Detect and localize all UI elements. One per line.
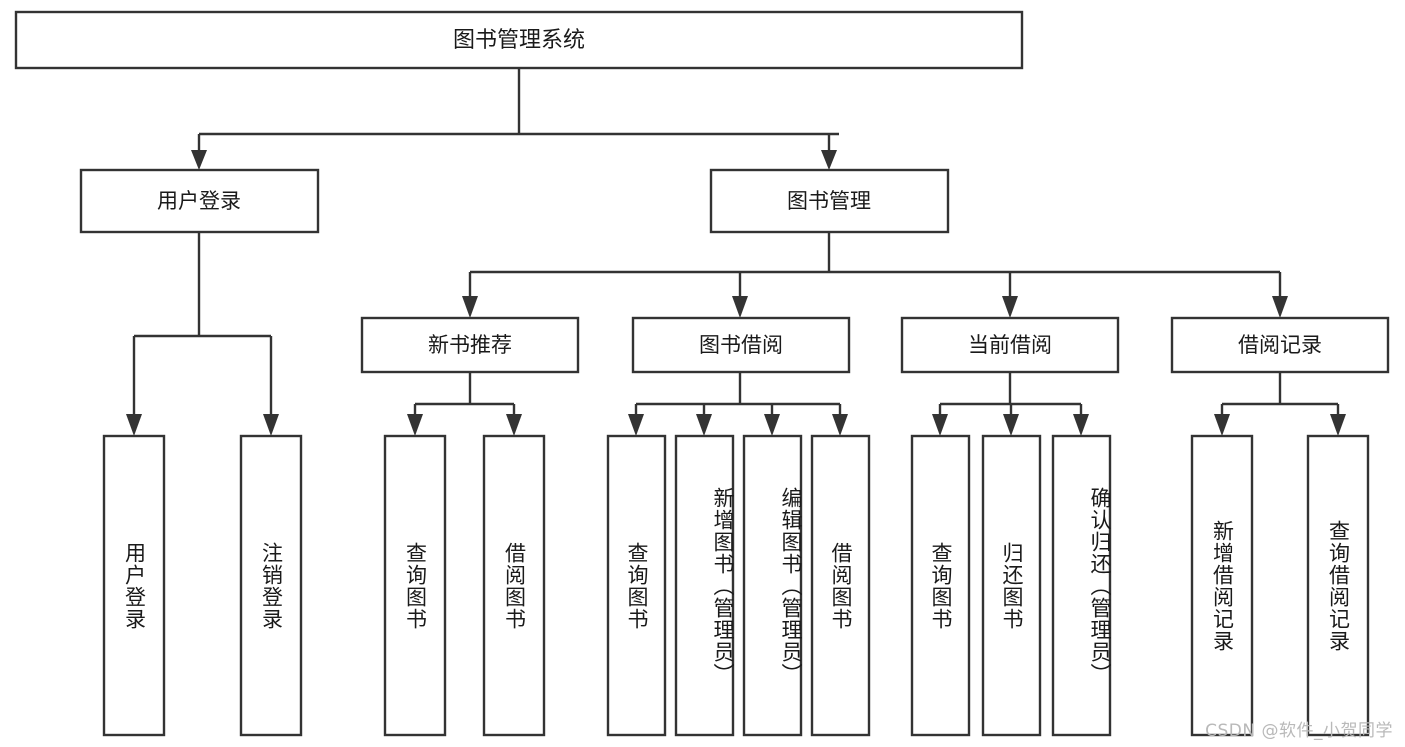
node-current-borrow-label: 当前借阅 — [968, 333, 1052, 357]
node-user-login-label: 用户登录 — [157, 189, 241, 213]
node-borrow-records[interactable]: 借阅记录 — [1170, 316, 1390, 374]
node-new-book-recommend-label: 新书推荐 — [428, 333, 512, 357]
node-book-management[interactable]: 图书管理 — [709, 168, 950, 234]
node-user-login[interactable]: 用户登录 — [79, 168, 320, 234]
node-book-borrow-label: 图书借阅 — [699, 333, 783, 357]
watermark-text: CSDN @软件_小贺同学 — [1205, 721, 1393, 741]
node-new-book-recommend[interactable]: 新书推荐 — [360, 316, 580, 374]
node-root-label: 图书管理系统 — [453, 28, 585, 53]
node-current-borrow[interactable]: 当前借阅 — [900, 316, 1120, 374]
connector-newbook-to-leaves — [407, 372, 522, 436]
leaf-node[interactable] — [674, 434, 735, 737]
connector-userlogin-to-leaves — [126, 232, 279, 436]
connector-current-to-leaves — [932, 372, 1089, 436]
connector-records-to-leaves — [1214, 372, 1346, 436]
connector-borrow-to-leaves — [628, 372, 848, 436]
leaf-node[interactable] — [742, 434, 803, 737]
leaf-node[interactable] — [482, 434, 546, 737]
leaf-node[interactable] — [102, 434, 166, 737]
leaf-node[interactable] — [981, 434, 1042, 737]
leaf-node[interactable] — [383, 434, 447, 737]
node-book-management-label: 图书管理 — [787, 189, 871, 213]
leaf-node[interactable] — [910, 434, 971, 737]
leaf-node[interactable] — [606, 434, 667, 737]
leaf-node[interactable] — [239, 434, 303, 737]
node-borrow-records-label: 借阅记录 — [1238, 333, 1322, 357]
connector-bookmgmt-to-level3 — [462, 232, 1288, 318]
leaf-node[interactable] — [1190, 434, 1254, 737]
leaf-node[interactable] — [810, 434, 871, 737]
node-root[interactable]: 图书管理系统 — [14, 10, 1024, 70]
leaf-node[interactable] — [1051, 434, 1112, 737]
connector-root-to-level2 — [191, 68, 839, 170]
node-book-borrow[interactable]: 图书借阅 — [631, 316, 851, 374]
leaf-node[interactable] — [1306, 434, 1370, 737]
